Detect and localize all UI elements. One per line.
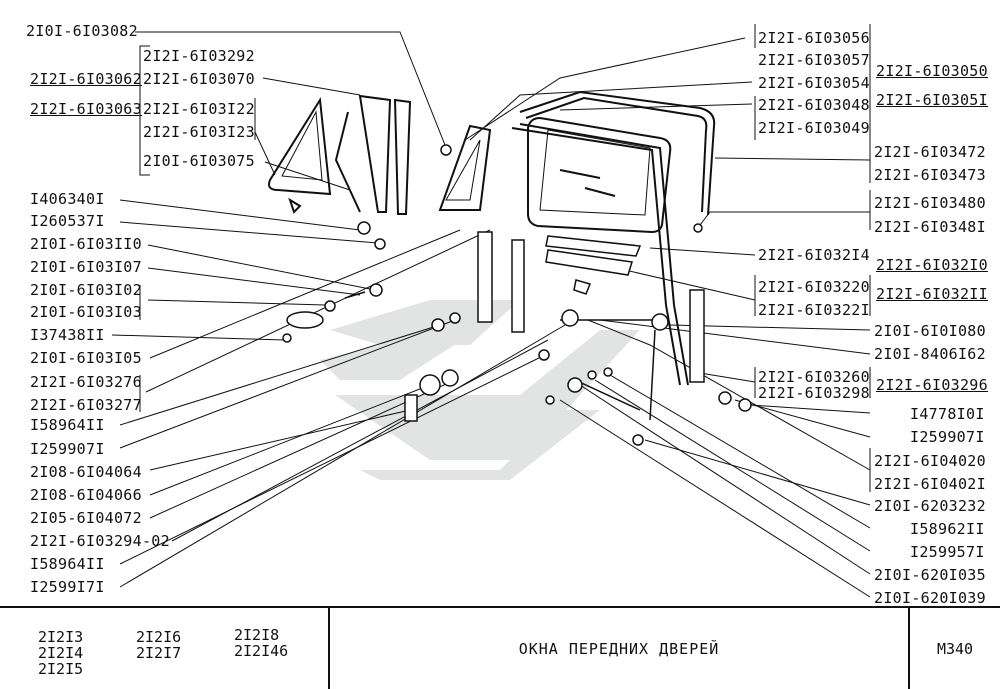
part-label: I259907I bbox=[910, 428, 985, 446]
divider bbox=[328, 608, 330, 689]
leader-lines bbox=[111, 31, 871, 598]
part-label: 2I2I-6I03473 bbox=[874, 166, 986, 184]
part-label: 2I0I-8406I62 bbox=[874, 345, 986, 363]
part-label: I58964II bbox=[30, 555, 105, 573]
vent-frame bbox=[438, 124, 492, 211]
part-label: 2I2I-6I032II bbox=[876, 285, 988, 303]
regulator bbox=[560, 309, 669, 421]
part-label: 2I2I-6I03472 bbox=[874, 143, 986, 161]
part-label: 2I2I-6I03I22 bbox=[143, 100, 255, 118]
part-label: 2I0I-620I039 bbox=[874, 589, 986, 607]
model-code: 2I2I3 bbox=[38, 628, 84, 646]
part-label: 2I0I-6I03075 bbox=[143, 152, 255, 170]
part-label: I260537I bbox=[30, 212, 105, 230]
model-code: 2I2I5 bbox=[38, 660, 84, 678]
part-label: 2I2I-6I03049 bbox=[758, 119, 870, 137]
bracket-lines bbox=[139, 24, 871, 492]
part-label: 2I0I-6I03I05 bbox=[30, 349, 142, 367]
sheet-number: M340 bbox=[936, 640, 974, 658]
part-label: 2I05-6I04072 bbox=[30, 509, 142, 527]
part-label: I58962II bbox=[910, 520, 985, 538]
window-channel bbox=[511, 90, 716, 386]
part-label: 2I2I-6I03I23 bbox=[143, 123, 255, 141]
divider bbox=[908, 608, 910, 689]
part-label: 2I0I-620I035 bbox=[874, 566, 986, 584]
part-label: 2I2I-6I03220 bbox=[758, 278, 870, 296]
model-code: 2I2I6 bbox=[136, 628, 182, 646]
title-block: 2I2I3 2I2I4 2I2I5 2I2I6 2I2I7 2I2I8 2I2I… bbox=[0, 606, 1000, 689]
part-label: I37438II bbox=[30, 326, 105, 344]
part-label: I406340I bbox=[30, 190, 105, 208]
part-label: 2I2I-6I032I4 bbox=[758, 246, 870, 264]
model-code: 2I2I4 bbox=[38, 644, 84, 662]
model-code: 2I2I46 bbox=[234, 642, 289, 660]
part-label: I2599I7I bbox=[30, 578, 105, 596]
quarter-window bbox=[268, 94, 412, 215]
part-label: 2I0I-6I03I02 bbox=[30, 281, 142, 299]
exploded-view bbox=[111, 24, 871, 598]
part-label: 2I2I-6I03070 bbox=[143, 70, 255, 88]
part-label: 2I2I-6I0348I bbox=[874, 218, 986, 236]
part-label: 2I2I-6I03294-02 bbox=[30, 532, 170, 550]
part-label: I58964II bbox=[30, 416, 105, 434]
parts-diagram: 2I0I-6I03082 2I2I-6I03062 2I2I-6I03063 I… bbox=[26, 22, 988, 607]
part-label: 2I2I-6I03054 bbox=[758, 74, 870, 92]
part-label: 2I2I-6I03298 bbox=[758, 384, 870, 402]
page-title: ОКНА ПЕРЕДНИХ ДВЕРЕЙ bbox=[518, 640, 720, 658]
part-label: 2I0I-6I0I080 bbox=[874, 322, 986, 340]
part-label: 2I2I-6I0402I bbox=[874, 475, 986, 493]
part-label: 2I0I-6I03II0 bbox=[30, 235, 142, 253]
part-label: I259957I bbox=[910, 543, 985, 561]
part-label: 2I2I-6I03296 bbox=[876, 376, 988, 394]
main-glass bbox=[527, 116, 672, 234]
part-label: 2I0I-6203232 bbox=[874, 497, 986, 515]
part-label: 2I0I-6I03I03 bbox=[30, 303, 142, 321]
model-code: 2I2I7 bbox=[136, 644, 182, 662]
model-code: 2I2I8 bbox=[234, 626, 280, 644]
guide-rails bbox=[477, 231, 705, 383]
part-label: 2I2I-6I0305I bbox=[876, 91, 988, 109]
part-label: 2I2I-6I03277 bbox=[30, 396, 142, 414]
part-label: 2I0I-6I03082 bbox=[26, 22, 138, 40]
small-parts bbox=[282, 144, 752, 446]
part-label: 2I2I-6I03050 bbox=[876, 62, 988, 80]
part-label: 2I2I-6I0322I bbox=[758, 301, 870, 319]
part-label: I259907I bbox=[30, 440, 105, 458]
part-label: 2I2I-6I032I0 bbox=[876, 256, 988, 274]
part-label: 2I2I-6I03260 bbox=[758, 368, 870, 386]
part-label: 2I2I-6I03057 bbox=[758, 51, 870, 69]
part-label: 2I2I-6I03056 bbox=[758, 29, 870, 47]
part-label: 2I2I-6I03276 bbox=[30, 373, 142, 391]
part-label: 2I08-6I04066 bbox=[30, 486, 142, 504]
part-label: 2I08-6I04064 bbox=[30, 463, 142, 481]
part-label: I4778I0I bbox=[910, 405, 985, 423]
part-label: 2I2I-6I03292 bbox=[143, 47, 255, 65]
seal-strips bbox=[545, 235, 642, 276]
part-label: 2I2I-6I03048 bbox=[758, 96, 870, 114]
part-label: 2I2I-6I04020 bbox=[874, 452, 986, 470]
part-label: 2I2I-6I03062 bbox=[30, 70, 142, 88]
part-label: 2I0I-6I03I07 bbox=[30, 258, 142, 276]
background-logo bbox=[320, 300, 640, 480]
part-label: 2I2I-6I03063 bbox=[30, 100, 142, 118]
part-label: 2I2I-6I03480 bbox=[874, 194, 986, 212]
